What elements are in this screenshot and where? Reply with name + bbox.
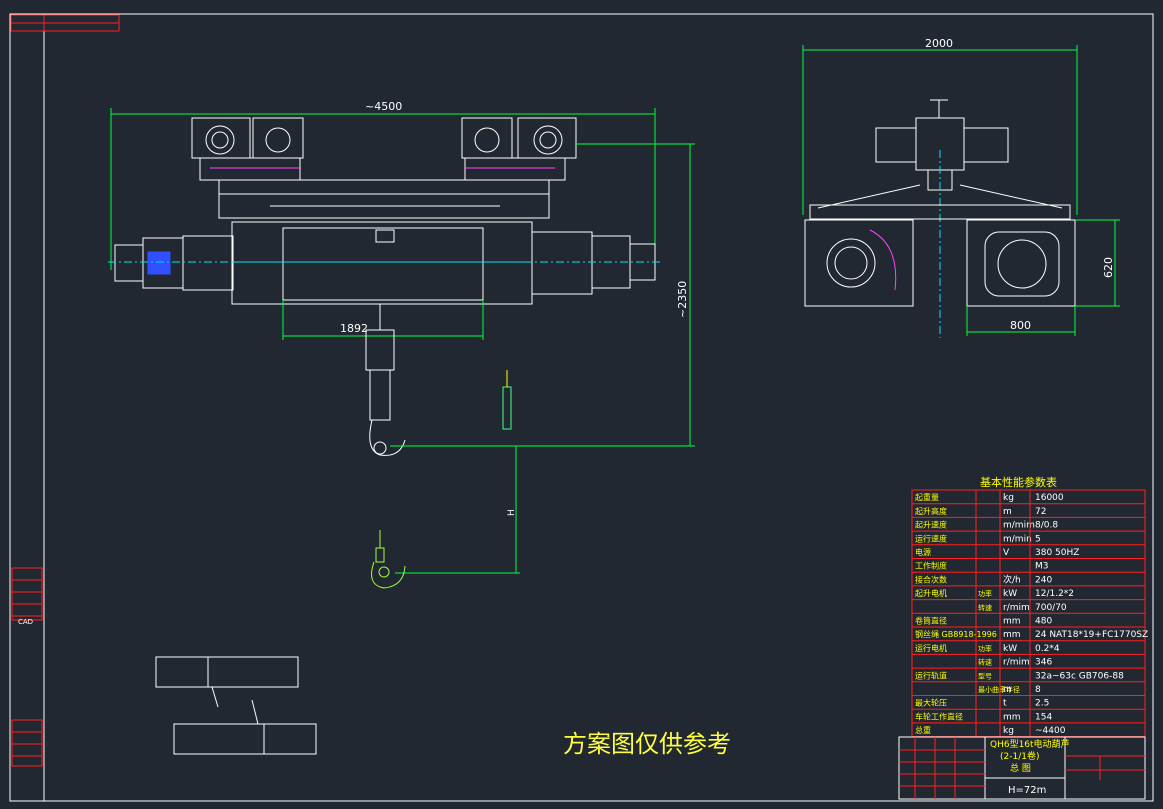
- dim-end-depth: 800: [1010, 319, 1031, 332]
- params-cell-value: M3: [1035, 562, 1049, 572]
- params-cell-unit: t: [1003, 699, 1007, 709]
- params-row: 起重量 kg 16000: [915, 492, 1064, 503]
- params-row: 钢丝绳 GB8918-1996 mm 24 NAT18*19+FC1770SZ: [915, 629, 1148, 640]
- title-name-line2: (2-1/1卷): [1000, 750, 1039, 762]
- params-cell-label: 起重量: [915, 492, 939, 502]
- params-cell-label: 起升速度: [915, 520, 947, 530]
- title-name-line1: QH6型16t电动葫芦: [990, 738, 1070, 750]
- params-cell-unit: 次/h: [1003, 573, 1021, 585]
- params-cell-label: 电源: [915, 547, 931, 557]
- params-table-title: 基本性能参数表: [980, 475, 1057, 489]
- params-cell-unit: kW: [1003, 589, 1017, 599]
- params-cell-label: 工作制度: [915, 561, 947, 571]
- params-cell-unit: m: [1003, 685, 1012, 695]
- params-cell-unit: r/mim: [1003, 658, 1030, 668]
- params-cell-label: 最大轮压: [915, 698, 947, 708]
- title-lift-note: H=72m: [1008, 785, 1046, 796]
- params-row: 运行电机 功率 kW 0.2*4: [915, 643, 1060, 654]
- params-cell-unit: kg: [1003, 493, 1014, 503]
- params-row: 电源 V 380 50HZ: [915, 547, 1079, 558]
- params-row: 接合次数 次/h 240: [915, 573, 1052, 585]
- dim-end-width: 2000: [925, 37, 953, 50]
- params-cell-label: 运行速度: [915, 533, 947, 543]
- params-cell-unit: r/mim: [1003, 603, 1030, 613]
- params-cell-sub: 最小曲率半径: [978, 685, 1020, 694]
- params-cell-label: 车轮工作直径: [915, 711, 963, 721]
- params-cell-label: 总重: [915, 725, 931, 735]
- params-cell-sub: 功率: [978, 589, 992, 598]
- params-cell-value: 32a~63c GB706-88: [1035, 671, 1124, 681]
- params-cell-unit: m: [1003, 507, 1012, 517]
- params-cell-label: 钢丝绳 GB8918-1996: [915, 629, 997, 639]
- params-cell-value: 12/1.2*2: [1035, 589, 1074, 599]
- params-row: 转速 r/mim 700/70: [978, 603, 1067, 613]
- params-cell-value: ~4400: [1035, 726, 1066, 736]
- params-cell-value: 380 50HZ: [1035, 548, 1079, 558]
- title-name-line3: 总 图: [1010, 762, 1031, 774]
- params-cell-label: 起升电机: [915, 588, 947, 598]
- params-row: 起升电机 功率 kW 12/1.2*2: [915, 588, 1074, 599]
- params-cell-sub: 功率: [978, 644, 992, 653]
- params-cell-value: 0.2*4: [1035, 644, 1060, 654]
- params-cell-value: 480: [1035, 617, 1052, 627]
- params-cell-label: 运行轨道: [915, 670, 947, 680]
- params-cell-value: 700/70: [1035, 603, 1067, 613]
- margin-label-cad: CAD: [18, 618, 33, 626]
- params-cell-unit: mm: [1003, 630, 1021, 640]
- params-cell-label: 卷筒直径: [915, 616, 947, 626]
- params-cell-sub: 转速: [978, 603, 992, 612]
- params-row: 运行轨道 型号 32a~63c GB706-88: [915, 670, 1124, 681]
- params-row: 转速 r/mim 346: [978, 658, 1052, 668]
- params-cell-sub: 转速: [978, 658, 992, 667]
- params-cell-value: 240: [1035, 575, 1052, 585]
- detail-views: [155, 656, 317, 755]
- params-row: 车轮工作直径 mm 154: [915, 711, 1052, 722]
- side-view: [802, 45, 1120, 338]
- params-cell-value: 5: [1035, 534, 1041, 544]
- params-cell-value: 24 NAT18*19+FC1770SZ: [1035, 630, 1148, 640]
- dim-wheel-span: 1892: [340, 322, 368, 335]
- params-cell-unit: kW: [1003, 644, 1017, 654]
- params-cell-value: 8: [1035, 685, 1041, 695]
- params-cell-value: 72: [1035, 507, 1046, 517]
- left-margin-strip: CAD: [11, 567, 43, 767]
- params-row: 工作制度 M3: [915, 561, 1049, 572]
- watermark-text: 方案图仅供参考: [563, 730, 731, 758]
- params-cell-label: 起升高度: [915, 506, 947, 516]
- params-cell-value: 2.5: [1035, 699, 1049, 709]
- params-cell-value: 346: [1035, 658, 1052, 668]
- params-cell-unit: m/min: [1003, 534, 1032, 544]
- params-cell-value: 154: [1035, 712, 1052, 722]
- params-row: 起升高度 m 72: [915, 506, 1046, 517]
- params-cell-unit: m/mim: [1003, 521, 1035, 531]
- params-cell-unit: kg: [1003, 726, 1014, 736]
- params-cell-value: 8/0.8: [1035, 521, 1058, 531]
- title-block: [898, 736, 1146, 800]
- params-row: 卷筒直径 mm 480: [915, 616, 1052, 627]
- params-row: 最大轮压 t 2.5: [915, 698, 1049, 709]
- params-row: 总重 kg ~4400: [915, 725, 1066, 736]
- dim-overall-height: ~2350: [676, 281, 689, 318]
- params-cell-value: 16000: [1035, 493, 1064, 503]
- params-cell-label: 运行电机: [915, 643, 947, 653]
- params-cell-unit: mm: [1003, 712, 1021, 722]
- dim-overall-length: ~4500: [365, 100, 402, 113]
- dim-end-height: 620: [1102, 257, 1115, 278]
- params-cell-unit: V: [1003, 548, 1010, 558]
- dim-lift-height: H: [507, 509, 517, 516]
- params-cell-sub: 型号: [978, 671, 992, 680]
- params-cell-unit: mm: [1003, 617, 1021, 627]
- params-cell-label: 接合次数: [915, 574, 947, 584]
- front-view: [108, 108, 695, 589]
- sheet-border: [9, 13, 1154, 802]
